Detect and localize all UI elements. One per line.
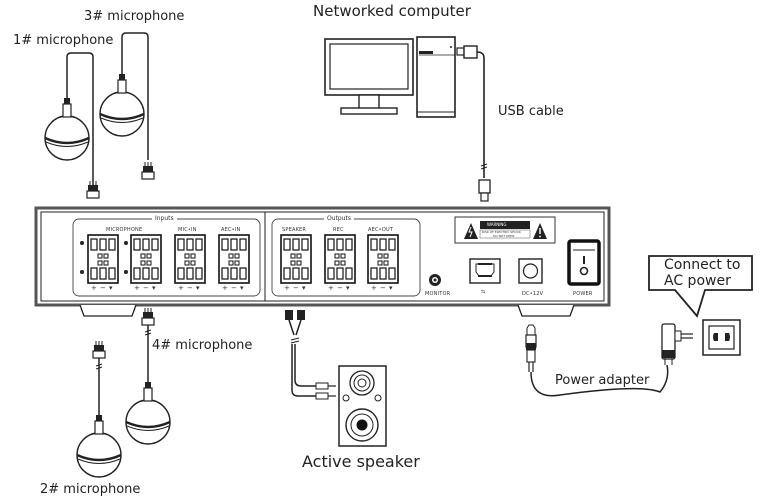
port-label-mic-in: MIC•IN: [178, 227, 197, 233]
terminal-sign: +: [328, 284, 334, 292]
terminal-sign: +: [222, 284, 228, 292]
outputs-group-label: Outputs: [324, 215, 354, 222]
networked-computer: [324, 36, 491, 202]
power-switch: [567, 239, 601, 286]
terminal-sign: +: [91, 284, 97, 292]
mic-symbols: [80, 241, 128, 274]
terminal-sign: ▾: [109, 284, 113, 292]
port-label-microphone: MICROPHONE: [106, 227, 143, 233]
terminal-sign: −: [293, 284, 299, 292]
warning-label: [454, 216, 556, 244]
label-microphone-3: 3# microphone: [84, 9, 185, 24]
terminal-sign: +: [284, 284, 290, 292]
input-terminal-mic-in: [174, 234, 206, 284]
callout-line-1: Connect to: [664, 257, 741, 273]
terminal-sign: −: [337, 284, 343, 292]
terminal-sign: ▾: [346, 284, 350, 292]
terminal-sign: −: [380, 284, 386, 292]
port-label-aec-out: AEC•OUT: [368, 227, 394, 233]
terminal-sign: +: [371, 284, 377, 292]
port-label-dc: DC•12V: [522, 291, 544, 297]
callout-line-2: AC power: [664, 273, 731, 289]
ac-power-callout: [648, 255, 753, 318]
port-label-power: POWER: [573, 291, 593, 297]
terminal-sign: +: [178, 284, 184, 292]
input-terminal-mic-2: [130, 234, 162, 284]
terminal-sign: ▾: [389, 284, 393, 292]
terminal-sign: −: [143, 284, 149, 292]
warning-text-2: DO NOT OPEN: [493, 234, 515, 238]
label-active-speaker: Active speaker: [302, 452, 420, 471]
label-microphone-1: 1# microphone: [13, 33, 114, 48]
port-label-speaker: SPEAKER: [282, 227, 307, 233]
dc-power-jack: [518, 258, 543, 284]
microphone-1: [43, 52, 100, 199]
monitor-jack: [429, 274, 441, 286]
terminal-sign: ▾: [196, 284, 200, 292]
output-terminal-speaker: [280, 234, 312, 284]
port-label-aec-in: AEC•IN: [221, 227, 241, 233]
terminal-sign: −: [231, 284, 237, 292]
label-power-adapter: Power adapter: [555, 373, 650, 388]
label-microphone-4: 4# microphone: [152, 338, 253, 353]
output-terminal-rec: [324, 234, 356, 284]
usb-symbol-icon: ⇆: [481, 289, 486, 295]
terminal-sign: ▾: [240, 284, 244, 292]
pc-tower-icon: [416, 36, 456, 118]
microphone-2: [75, 340, 123, 479]
terminal-sign: ▾: [152, 284, 156, 292]
label-callout-ac-power: Connect to AC power: [664, 257, 740, 289]
terminal-sign: ▾: [302, 284, 306, 292]
terminal-sign: −: [187, 284, 193, 292]
usb-port: [469, 258, 501, 284]
usb-cable: [456, 45, 491, 202]
audio-processor-device: [34, 206, 611, 317]
power-adapter: [525, 323, 693, 397]
port-label-monitor: MONITOR: [425, 291, 451, 297]
active-speaker-icon: [338, 365, 387, 447]
label-usb-cable: USB cable: [498, 104, 564, 119]
port-label-rec: REC: [333, 227, 344, 233]
output-terminal-aec-out: [367, 234, 399, 284]
inputs-group-label: Inputs: [152, 215, 177, 222]
terminal-sign: −: [100, 284, 106, 292]
wall-outlet-icon: [702, 319, 741, 356]
monitor-icon: [324, 38, 414, 115]
microphone-4: [124, 307, 172, 446]
terminal-sign: +: [134, 284, 140, 292]
input-terminal-mic-1: [87, 234, 119, 284]
speaker-cable: [285, 310, 336, 400]
label-microphone-2: 2# microphone: [40, 482, 141, 497]
microphone-3: [98, 32, 155, 180]
warning-title: WARNING: [487, 222, 507, 227]
warning-text-1: RISK OF ELECTRIC SHOCK: [482, 230, 521, 234]
input-terminal-aec-in: [218, 234, 250, 284]
label-networked-computer: Networked computer: [313, 2, 471, 20]
